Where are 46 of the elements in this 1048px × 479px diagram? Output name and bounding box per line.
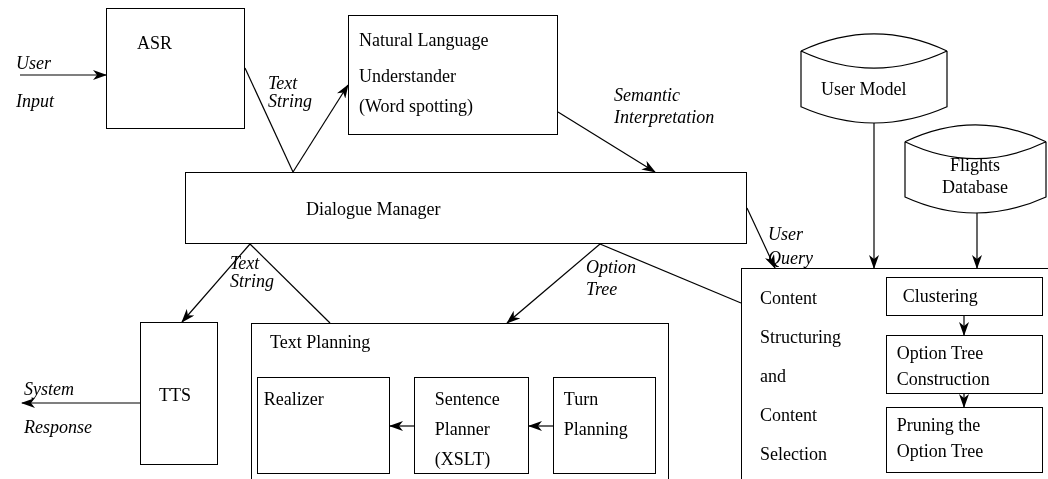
node-label: Sentence Planner (XSLT) <box>434 387 501 471</box>
panel <box>251 323 669 479</box>
arrow <box>869 122 879 269</box>
node-label: Option Tree Construction <box>896 341 991 391</box>
node-label: ASR <box>137 32 173 55</box>
arrow <box>19 70 107 80</box>
node-label: User Model <box>821 78 908 101</box>
node-label: Dialogue Manager <box>306 198 442 221</box>
arrow <box>528 421 554 431</box>
node-label: Realizer <box>263 387 325 411</box>
arrow <box>21 398 141 408</box>
node-label: Flights Database <box>941 154 1009 198</box>
arrow <box>959 315 969 336</box>
process-box <box>413 376 529 474</box>
arrow <box>972 212 982 269</box>
arrow <box>557 111 656 173</box>
process-box <box>256 376 390 474</box>
edge-label: Semantic Interpretation <box>614 84 716 128</box>
node-label: Content Structuring and Content Selection <box>760 287 842 466</box>
process-box <box>348 15 558 135</box>
node-label: Text Planning <box>270 331 372 354</box>
arrow <box>389 421 415 431</box>
arrow <box>959 393 969 408</box>
process-box <box>885 406 1043 473</box>
edge-label: Option Tree <box>586 256 637 300</box>
node-label: Pruning the Option Tree <box>896 413 985 463</box>
node-label: Turn Planning <box>563 387 629 441</box>
node-sublabel: (Word spotting) <box>359 95 475 118</box>
node-label: Natural Language Understander <box>359 29 490 88</box>
arrow <box>506 243 601 324</box>
process-box <box>185 172 747 244</box>
edge-label: Text String <box>230 254 275 290</box>
edge-label: Text String <box>268 74 313 110</box>
arrow <box>746 207 776 269</box>
node-label: TTS <box>159 384 192 407</box>
process-box <box>140 322 218 465</box>
process-box <box>552 376 656 474</box>
process-box <box>885 276 1043 316</box>
edge-label: System Response <box>24 378 93 439</box>
arrow <box>292 84 349 173</box>
node-label: Clustering <box>902 284 979 308</box>
arrow <box>181 243 251 323</box>
edge-label: User Input <box>16 52 56 113</box>
process-box <box>106 8 245 129</box>
panel <box>741 268 1048 479</box>
process-box <box>885 334 1043 394</box>
